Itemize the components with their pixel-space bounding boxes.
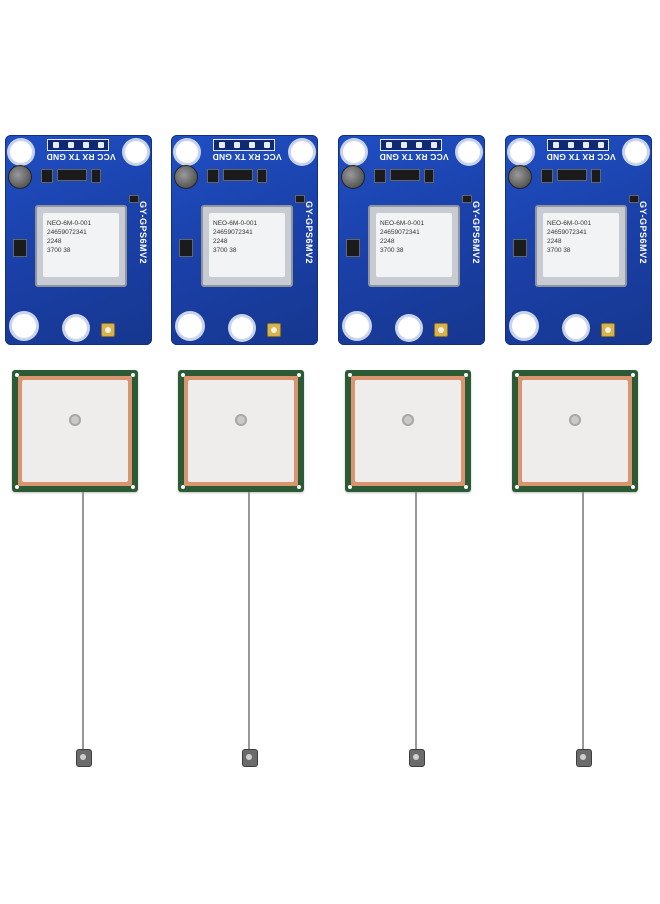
- pin-label: VCC RX TX GND: [46, 152, 116, 162]
- gps-module-board: VCC RX TX GND GY-GPS6MV2 NEO-6M-0-001 24…: [338, 135, 485, 345]
- backup-battery-icon: [174, 165, 198, 189]
- ipex-connector-icon: [242, 749, 258, 767]
- mount-hole: [125, 141, 147, 163]
- pin-header: [213, 139, 275, 151]
- pin-label: VCC RX TX GND: [379, 152, 449, 162]
- mount-hole: [510, 141, 532, 163]
- mount-hole: [12, 314, 36, 338]
- ipex-connector-icon: [409, 749, 425, 767]
- backup-battery-icon: [508, 165, 532, 189]
- mount-hole: [345, 314, 369, 338]
- feed-point-icon: [569, 414, 581, 426]
- board-model-label: GY-GPS6MV2: [304, 201, 314, 265]
- gps-module-board: VCC RX TX GND GY-GPS6MV2 NEO-6M-0-001 24…: [505, 135, 652, 345]
- neo-6m-chip: NEO-6M-0-001 24659072341 2248 3700 38: [535, 205, 627, 287]
- mount-hole: [231, 317, 253, 339]
- mount-hole: [343, 141, 365, 163]
- gps-kit-3: VCC RX TX GND GY-GPS6MV2 NEO-6M-0-001 24…: [333, 0, 498, 904]
- pin-label: VCC RX TX GND: [212, 152, 282, 162]
- mount-hole: [625, 141, 647, 163]
- mount-hole: [10, 141, 32, 163]
- neo-6m-chip: NEO-6M-0-001 24659072341 2248 3700 38: [368, 205, 460, 287]
- board-model-label: GY-GPS6MV2: [471, 201, 481, 265]
- ufl-socket-icon: [101, 323, 115, 337]
- mount-hole: [176, 141, 198, 163]
- mount-hole: [512, 314, 536, 338]
- patch-antenna: [12, 370, 138, 492]
- neo-6m-chip: NEO-6M-0-001 24659072341 2248 3700 38: [35, 205, 127, 287]
- antenna-cable: [82, 492, 84, 750]
- pin-header: [547, 139, 609, 151]
- feed-point-icon: [402, 414, 414, 426]
- mount-hole: [65, 317, 87, 339]
- backup-battery-icon: [341, 165, 365, 189]
- board-model-label: GY-GPS6MV2: [638, 201, 648, 265]
- gps-module-board: VCC RX TX GND GY-GPS6MV2 NEO-6M-0-001 24…: [5, 135, 152, 345]
- ipex-connector-icon: [76, 749, 92, 767]
- antenna-cable: [415, 492, 417, 750]
- neo-6m-chip: NEO-6M-0-001 24659072341 2248 3700 38: [201, 205, 293, 287]
- gps-kit-1: VCC RX TX GND GY-GPS6MV2 NEO-6M-0-001 24…: [0, 0, 165, 904]
- board-model-label: GY-GPS6MV2: [138, 201, 148, 265]
- gps-kit-4: VCC RX TX GND GY-GPS6MV2 NEO-6M-0-001 24…: [500, 0, 660, 904]
- mount-hole: [398, 317, 420, 339]
- gps-kit-2: VCC RX TX GND GY-GPS6MV2 NEO-6M-0-001 24…: [166, 0, 331, 904]
- mount-hole: [565, 317, 587, 339]
- ufl-socket-icon: [267, 323, 281, 337]
- mount-hole: [178, 314, 202, 338]
- pin-label: VCC RX TX GND: [546, 152, 616, 162]
- ufl-socket-icon: [434, 323, 448, 337]
- ipex-connector-icon: [576, 749, 592, 767]
- backup-battery-icon: [8, 165, 32, 189]
- feed-point-icon: [235, 414, 247, 426]
- pin-header: [380, 139, 442, 151]
- mount-hole: [291, 141, 313, 163]
- ufl-socket-icon: [601, 323, 615, 337]
- patch-antenna: [512, 370, 638, 492]
- pin-header: [47, 139, 109, 151]
- antenna-cable: [248, 492, 250, 750]
- mount-hole: [458, 141, 480, 163]
- patch-antenna: [178, 370, 304, 492]
- patch-antenna: [345, 370, 471, 492]
- gps-module-board: VCC RX TX GND GY-GPS6MV2 NEO-6M-0-001 24…: [171, 135, 318, 345]
- feed-point-icon: [69, 414, 81, 426]
- antenna-cable: [582, 492, 584, 750]
